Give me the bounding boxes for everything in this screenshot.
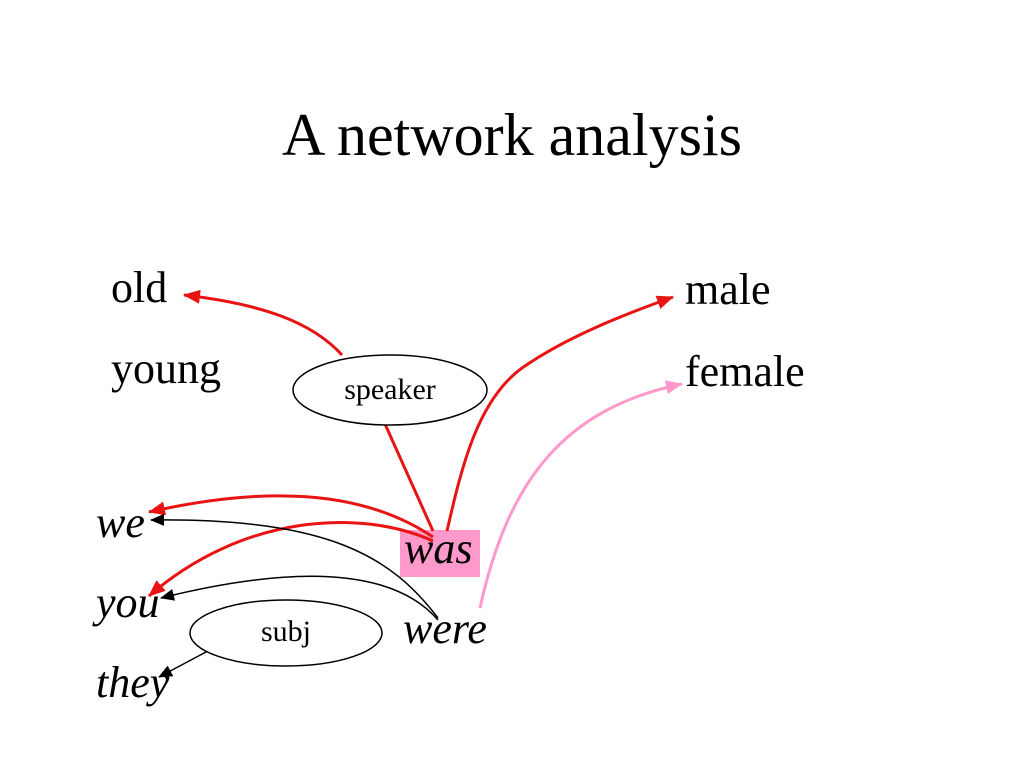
- pronoun-they-label: they: [96, 658, 170, 707]
- pronoun-you-label: you: [92, 578, 160, 627]
- age-young-label: young: [111, 344, 221, 393]
- speaker-node-label: speaker: [344, 373, 436, 406]
- subj-node-label: subj: [261, 615, 311, 648]
- link-was-you: [148, 521, 434, 598]
- sex-female-label: female: [685, 347, 805, 396]
- verb-was-label: was: [404, 524, 472, 573]
- link-speaker-old: [183, 289, 344, 357]
- verb-were-label: were: [403, 604, 487, 653]
- speaker-node-ellipse: [292, 354, 488, 426]
- was-highlight-box: [400, 530, 480, 577]
- link-subj-they: [158, 651, 207, 678]
- pronoun-we-label: we: [96, 498, 145, 547]
- link-were-we: [150, 513, 439, 619]
- age-old-label: old: [111, 263, 167, 312]
- link-were-you: [160, 575, 439, 621]
- link-speaker-was: [383, 423, 435, 532]
- link-were-female: [478, 380, 683, 609]
- slide-title: A network analysis: [282, 102, 742, 168]
- subj-node-ellipse: [189, 599, 383, 667]
- sex-male-label: male: [685, 265, 771, 314]
- link-was-male: [445, 295, 674, 532]
- link-was-we: [148, 494, 434, 539]
